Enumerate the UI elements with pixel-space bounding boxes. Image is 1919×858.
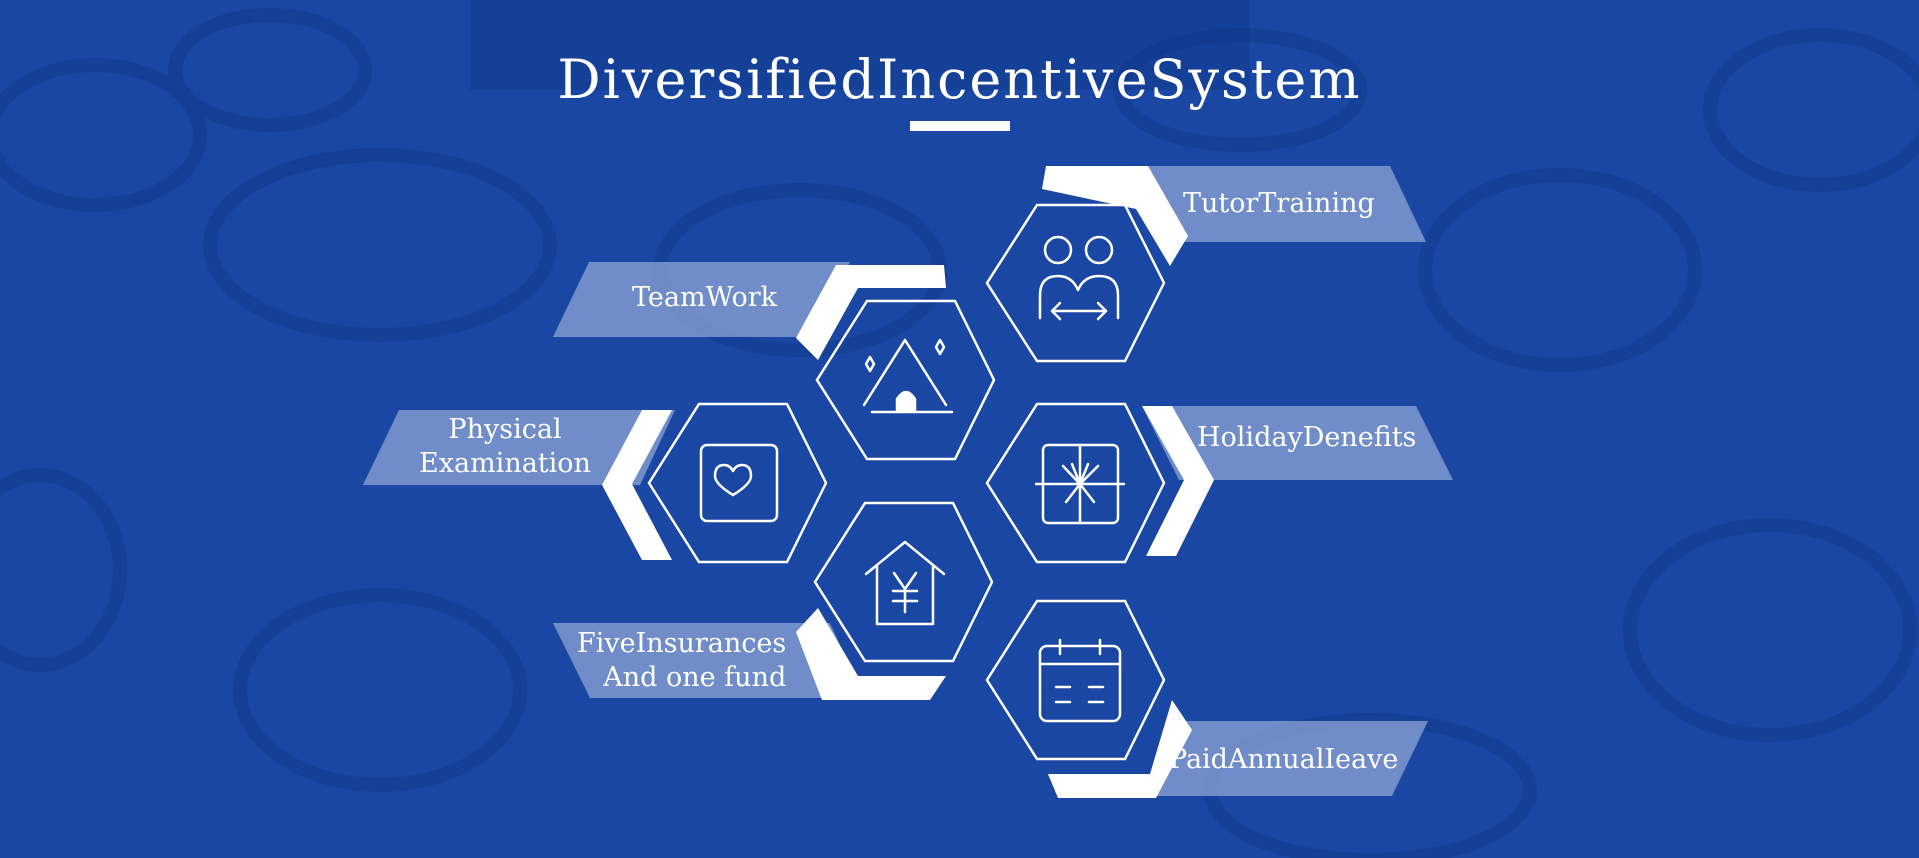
chevron-paid-annual-leave xyxy=(1048,700,1192,798)
calendar-icon xyxy=(1038,638,1122,723)
label-physical-examination: Physical Examination xyxy=(419,414,591,479)
label-band-five-insurances xyxy=(553,623,864,698)
hexagon-tutor-training xyxy=(985,203,1166,363)
label-tutor-training: TutorTraining xyxy=(1183,188,1375,219)
hexagon-physical-examination xyxy=(647,402,828,564)
hexagon-team-work xyxy=(815,299,996,461)
label-band-tutor-training xyxy=(1125,166,1426,242)
chevron-five-insurances xyxy=(796,608,946,700)
label-band-physical-examination xyxy=(363,410,675,485)
yen-house-icon xyxy=(864,540,946,626)
label-band-paid-annual-leave xyxy=(1150,721,1428,796)
hexagon-paid-annual-leave xyxy=(985,599,1166,761)
hexagon-five-insurances xyxy=(813,501,994,663)
people-exchange-icon xyxy=(1038,235,1120,321)
label-team-work: TeamWork xyxy=(632,282,778,313)
label-paid-annual-leave: PaidAnnualIeave xyxy=(1169,744,1399,775)
heart-box-icon xyxy=(699,443,779,523)
label-holiday-benefits: HolidayDenefits xyxy=(1197,422,1417,453)
label-five-insurances: FiveInsurances And one fund xyxy=(577,628,787,693)
page-title: DiversifiedIncentiveSystem xyxy=(557,48,1362,111)
title-underline xyxy=(910,121,1010,131)
chevron-holiday-benefits xyxy=(1142,406,1214,556)
label-band-team-work xyxy=(553,262,850,337)
chevron-physical-examination xyxy=(602,410,672,560)
hexagon-holiday-benefits xyxy=(985,402,1166,564)
label-band-holiday-benefits xyxy=(1142,406,1453,480)
chevron-tutor-training xyxy=(1042,166,1188,266)
tent-icon xyxy=(862,338,954,414)
gift-icon xyxy=(1034,443,1126,525)
chevron-team-work xyxy=(796,265,946,360)
